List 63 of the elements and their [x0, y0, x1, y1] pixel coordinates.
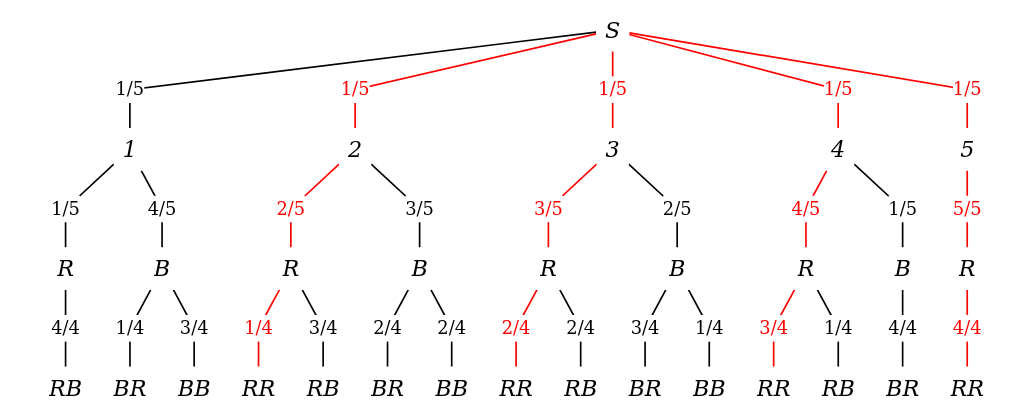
node-text: BB [692, 374, 726, 402]
connector [628, 32, 969, 130]
edge-label: 1/5 [598, 78, 628, 100]
edge-label: 5/5 [952, 197, 982, 220]
node-text: 2 [348, 135, 363, 163]
connector [354, 33, 597, 130]
edge-label: 1/4 [244, 317, 273, 339]
edge-label: 4/4 [51, 317, 80, 339]
edge-label: 3/4 [179, 317, 209, 339]
node-text: RR [241, 374, 276, 402]
node-text: RB [48, 374, 83, 402]
node-text: B [894, 255, 911, 283]
edge-label: 4/5 [147, 197, 177, 220]
edge-label: 1/5 [51, 197, 80, 220]
edge-label: 2/4 [566, 317, 596, 339]
edge-label: 3/5 [534, 197, 563, 220]
node-text: 1 [122, 135, 137, 163]
node-text: 5 [960, 135, 975, 163]
edge-label: 2/4 [501, 317, 531, 339]
edge-label: 3/5 [405, 197, 434, 220]
node-text: R [797, 255, 815, 283]
node-text: B [153, 255, 171, 283]
node-text: R [958, 255, 976, 283]
edge-label: 1/5 [952, 78, 982, 100]
edge-label: 3/4 [308, 317, 338, 339]
edge-label: 1/5 [115, 78, 145, 100]
node-text: BR [370, 374, 405, 402]
edge-label: 2/4 [437, 317, 467, 339]
node-text: R [282, 255, 300, 283]
node-text: BR [886, 374, 920, 402]
edge-label: 1/4 [115, 317, 145, 339]
edge-label: 1/5 [340, 78, 370, 100]
node-text: RR [499, 374, 533, 402]
edge-label: 1/5 [888, 197, 917, 220]
node-text: 3 [605, 135, 620, 163]
node-text: BR [628, 374, 662, 402]
node-text: BR [113, 374, 147, 402]
edge-label: 2/5 [662, 197, 692, 220]
node-text: R [540, 255, 557, 283]
node-text: RR [950, 374, 985, 402]
edge-label: 4/4 [888, 317, 917, 339]
node-text: 4 [831, 135, 846, 163]
edge-label: 1/4 [823, 317, 853, 339]
edge-label: 2/5 [276, 197, 306, 220]
node-text: RB [564, 374, 598, 402]
node-text: R [57, 255, 74, 283]
node-text: RR [756, 374, 791, 402]
connector [129, 31, 597, 130]
edge-label: 4/4 [952, 317, 982, 339]
node-text: S [605, 16, 621, 44]
edge-label: 3/4 [759, 317, 789, 339]
node-text: B [668, 255, 686, 283]
edge-label: 1/4 [694, 317, 724, 339]
node-text: RB [306, 374, 340, 402]
edge-label: 1/5 [823, 78, 853, 100]
node-text: BB [435, 374, 469, 402]
node-text: B [411, 255, 428, 283]
node-text: BB [177, 374, 211, 402]
connector [628, 33, 839, 130]
edge-label: 4/5 [791, 197, 821, 220]
node-text: RB [821, 374, 855, 402]
edge-label: 3/4 [630, 317, 660, 339]
edge-label: 2/4 [373, 317, 402, 339]
